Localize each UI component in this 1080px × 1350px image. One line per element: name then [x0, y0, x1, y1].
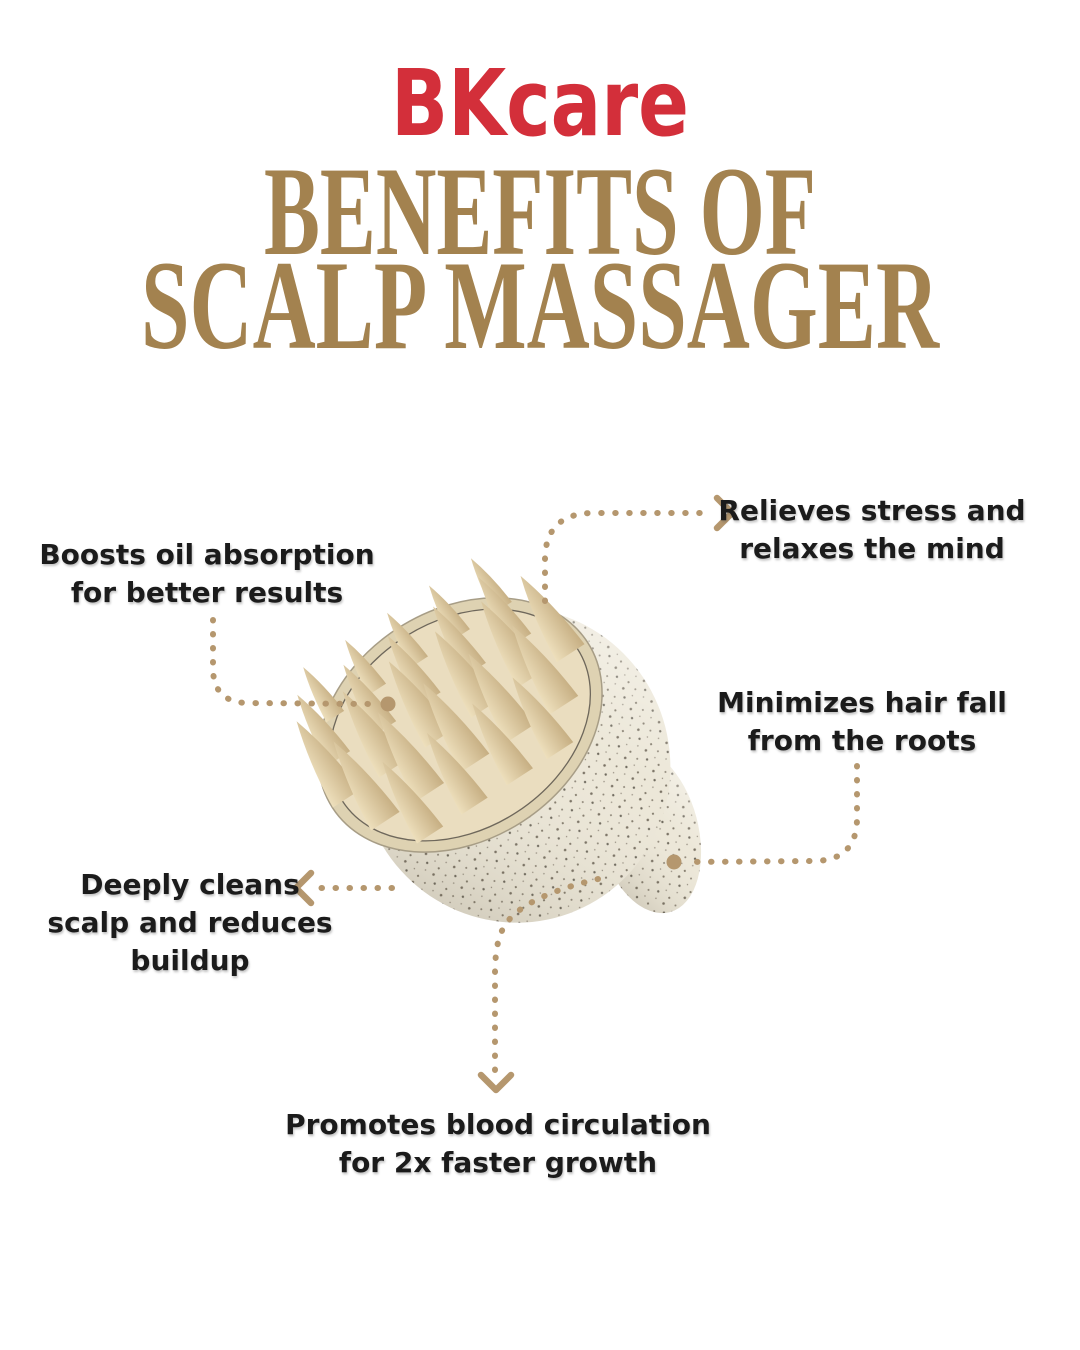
callout-blood-circulation: Promotes blood circulation for 2x faster… [285, 1106, 711, 1182]
connector-circulation-arrow-icon [477, 1071, 515, 1094]
connector-hairfall-line [683, 763, 860, 865]
connector-stress-arrow-icon [713, 494, 736, 532]
connector-stress-line [542, 510, 713, 604]
callout-hairfall-line1: Minimizes hair fall [717, 686, 1007, 719]
brand-logo: BKcare [391, 50, 689, 157]
callout-stress-line2: relaxes the mind [739, 532, 1005, 565]
connector-circulation-line [492, 876, 601, 1079]
callout-minimizes-hair-fall: Minimizes hair fall from the roots [717, 684, 1007, 760]
callout-oil-line2: for better results [70, 576, 344, 609]
callout-stress-line1: Relieves stress and [718, 494, 1026, 527]
callout-clean-line1: Deeply cleans [80, 868, 300, 901]
callout-relieves-stress: Relieves stress and relaxes the mind [718, 492, 1025, 568]
product-image-scalp-massager [282, 552, 702, 923]
callout-oil-line1: Boosts oil absorption [39, 538, 375, 571]
massager-bristles [282, 552, 603, 853]
page-title: BENEFITS OF SCALP MASSAGER [141, 142, 940, 376]
callout-deeply-cleans: Deeply cleans scalp and reduces buildup [47, 866, 332, 980]
callout-clean-line3: buildup [130, 944, 250, 977]
brand-logo-text: BKcare [391, 50, 689, 157]
callout-circulation-line1: Promotes blood circulation [285, 1108, 711, 1141]
connector-oil-line [210, 617, 379, 707]
connector-hairfall-dot [666, 854, 682, 870]
connector-clean-arrow-icon [292, 869, 315, 907]
callout-hairfall-line2: from the roots [747, 724, 977, 757]
callout-circulation-line2: for 2x faster growth [338, 1146, 658, 1179]
callout-clean-line2: scalp and reduces [47, 906, 333, 939]
page-title-line1: BENEFITS OF [264, 142, 816, 282]
callout-oil-absorption: Boosts oil absorption for better results [39, 536, 374, 612]
page-title-line2: SCALP MASSAGER [141, 236, 940, 376]
connector-oil-dot [380, 696, 396, 712]
